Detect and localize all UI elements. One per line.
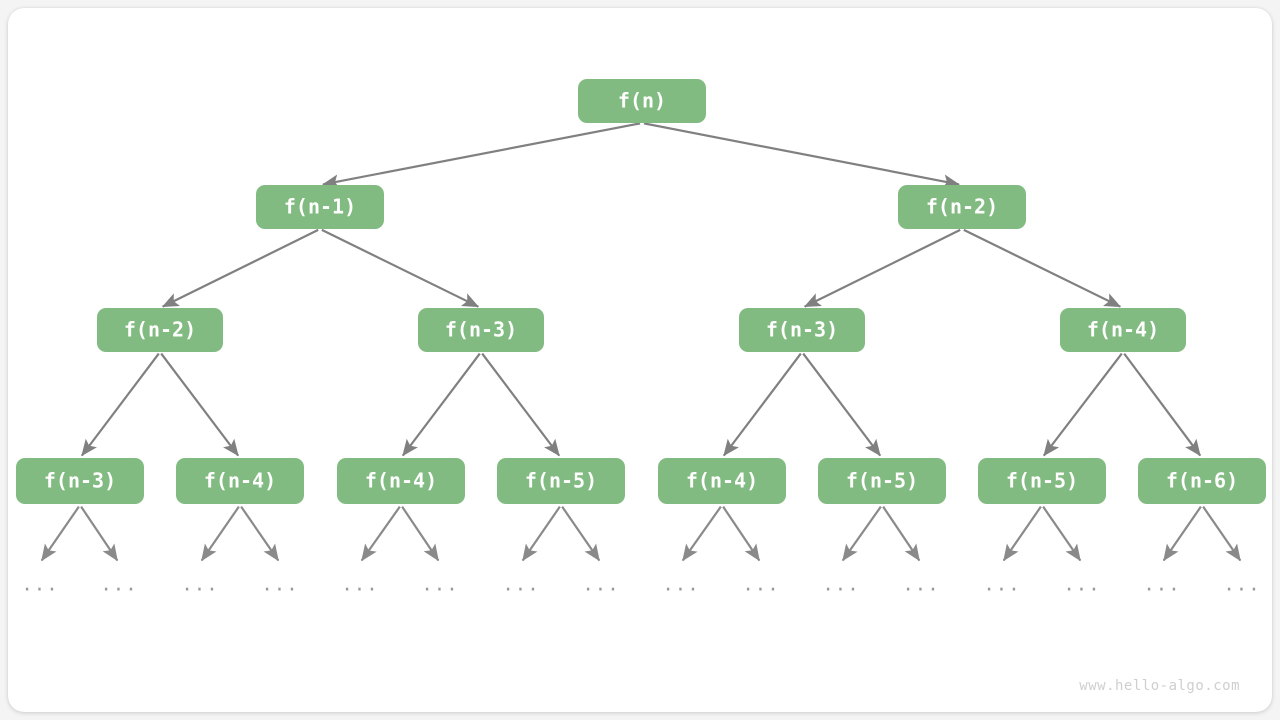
ellipsis-label: ... xyxy=(582,574,619,596)
tree-node-box xyxy=(418,308,544,352)
tree-edge xyxy=(963,228,1122,308)
ellipsis-label: ... xyxy=(1063,574,1100,596)
ellipsis-label: ... xyxy=(341,574,378,596)
tree-edge xyxy=(321,228,480,308)
tree-node-box xyxy=(337,458,465,504)
nodes-layer: f(n) f(n-1) f(n-2) f(n-2) f(n-3) f(n-3) f(n-4)… xyxy=(16,79,1266,504)
leaf-stub-edge xyxy=(240,506,280,562)
tree-node[interactable]: f(n-2) xyxy=(97,308,223,352)
tree-node[interactable]: f(n-6) xyxy=(1138,458,1266,504)
ellipsis-label: ... xyxy=(181,574,218,596)
leaf-stub-edge xyxy=(722,506,761,562)
ellipsis-label: ... xyxy=(742,574,779,596)
tree-node[interactable]: f(n-5) xyxy=(978,458,1106,504)
tree-node-label: f(n-3) xyxy=(766,318,838,342)
tree-node-label: f(n-3) xyxy=(44,469,116,493)
tree-node-box xyxy=(176,458,304,504)
tree-edge xyxy=(161,228,319,308)
ellipsis-label: ... xyxy=(822,574,859,596)
tree-node-label: f(n-4) xyxy=(686,469,758,493)
tree-node-label: f(n-1) xyxy=(284,195,356,219)
tree-edge xyxy=(722,352,802,457)
tree-node-label: f(n-4) xyxy=(1087,318,1159,342)
tree-node-box xyxy=(578,79,706,123)
tree-node[interactable]: f(n-4) xyxy=(658,458,786,504)
tree-node[interactable]: f(n-1) xyxy=(256,185,384,229)
leaf-stubs-layer: ........................................… xyxy=(21,505,1260,596)
tree-node-box xyxy=(658,458,786,504)
tree-node[interactable]: f(n-3) xyxy=(418,308,544,352)
leaf-stub-edge xyxy=(80,506,119,562)
tree-node[interactable]: f(n-4) xyxy=(1060,308,1186,352)
tree-edge xyxy=(803,228,961,308)
tree-node-label: f(n-5) xyxy=(846,469,918,493)
tree-node-label: f(n-5) xyxy=(525,469,597,493)
ellipsis-label: ... xyxy=(502,574,539,596)
ellipsis-label: ... xyxy=(1143,574,1180,596)
tree-edge xyxy=(1042,352,1123,457)
tree-node[interactable]: f(n-3) xyxy=(16,458,144,504)
leaf-stub-edge xyxy=(681,505,722,562)
leaf-stub-edge xyxy=(360,505,401,562)
edges-layer xyxy=(80,122,1202,457)
tree-node-label: f(n-4) xyxy=(365,469,437,493)
leaf-stub-edge xyxy=(1202,506,1242,562)
tree-node[interactable]: f(n) xyxy=(578,79,706,123)
tree-node-box xyxy=(16,458,144,504)
tree-edge xyxy=(1123,352,1202,457)
ellipsis-label: ... xyxy=(662,574,699,596)
ellipsis-label: ... xyxy=(261,574,298,596)
tree-node-box xyxy=(818,458,946,504)
ellipsis-label: ... xyxy=(21,574,58,596)
diagram-card xyxy=(8,8,1272,712)
leaf-stub-edge xyxy=(401,506,440,562)
tree-edge xyxy=(401,352,481,457)
tree-edge xyxy=(80,352,160,457)
tree-node-box xyxy=(898,185,1026,229)
leaf-stub-edge xyxy=(882,506,921,562)
leaf-stub-edge xyxy=(1162,506,1202,562)
tree-node-label: f(n-5) xyxy=(1006,469,1078,493)
tree-node-box xyxy=(739,308,865,352)
leaf-stub-edge xyxy=(1042,506,1082,562)
tree-node-label: f(n-2) xyxy=(926,195,998,219)
ellipsis-label: ... xyxy=(1223,574,1260,596)
tree-node-box xyxy=(1138,458,1266,504)
leaf-stub-edge xyxy=(521,506,561,562)
tree-node[interactable]: f(n-4) xyxy=(337,458,465,504)
tree-node-box xyxy=(97,308,223,352)
tree-edge xyxy=(481,352,561,457)
watermark-label: www.hello-algo.com xyxy=(1079,678,1240,694)
tree-node[interactable]: f(n-4) xyxy=(176,458,304,504)
leaf-stub-edge xyxy=(841,505,882,562)
tree-node-label: f(n) xyxy=(618,89,666,113)
ellipsis-label: ... xyxy=(421,574,458,596)
tree-edge xyxy=(802,352,882,457)
ellipsis-label: ... xyxy=(902,574,939,596)
leaf-stub-edge xyxy=(200,506,240,562)
tree-node-label: f(n-4) xyxy=(204,469,276,493)
tree-node[interactable]: f(n-5) xyxy=(818,458,946,504)
tree-node-label: f(n-2) xyxy=(124,318,196,342)
tree-node[interactable]: f(n-2) xyxy=(898,185,1026,229)
tree-node[interactable]: f(n-3) xyxy=(739,308,865,352)
tree-node-box xyxy=(256,185,384,229)
leaf-stub-edge xyxy=(561,506,601,562)
leaf-stub-edge xyxy=(1002,506,1042,562)
tree-edge xyxy=(322,122,641,189)
tree-node-label: f(n-3) xyxy=(445,318,517,342)
tree-node-label: f(n-6) xyxy=(1166,469,1238,493)
tree-node[interactable]: f(n-5) xyxy=(497,458,625,504)
tree-node-box xyxy=(497,458,625,504)
ellipsis-label: ... xyxy=(100,574,137,596)
tree-edge xyxy=(643,122,960,189)
ellipsis-label: ... xyxy=(983,574,1020,596)
leaf-stub-edge xyxy=(40,506,80,562)
tree-node-box xyxy=(978,458,1106,504)
tree-edge xyxy=(160,352,240,457)
tree-node-box xyxy=(1060,308,1186,352)
